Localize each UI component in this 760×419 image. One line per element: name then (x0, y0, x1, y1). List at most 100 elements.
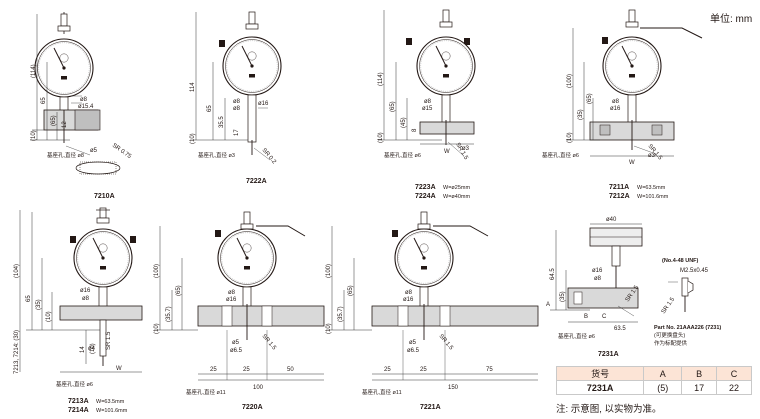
dim-7231A-4: ø16 (592, 268, 603, 274)
dim-7211A-2: (35) (578, 109, 584, 120)
dim-7213A-11: SR 1.5 (106, 331, 112, 350)
dim-7221A-10: 150 (448, 385, 459, 391)
dim-7210A-9: SR 0.75 (111, 143, 133, 161)
dim-7231A-7: B (584, 314, 588, 320)
dim-7223A-7: (10) (378, 132, 384, 143)
dim-7211A-1: (100) (567, 74, 573, 88)
spec-table: 货号 A B C 7231A (5) 17 22 (555, 366, 752, 395)
model-7224A: 7224A (415, 193, 436, 200)
dim-7231A-5: ø8 (594, 276, 602, 282)
dim-7223A-3: (45) (401, 117, 407, 128)
dim-7222A-1: 114 (190, 82, 196, 92)
dim-7231A-1: ø40 (606, 217, 617, 223)
dim-7213A-5: 7213, 7214: (30) (14, 330, 20, 374)
dim-7210A-4: ø8 (80, 97, 88, 103)
dim-7221A-4: ø8 (405, 290, 413, 296)
dim-7211A-6: (10) (567, 132, 573, 143)
dim-7222A-6: ø16 (258, 101, 269, 107)
model-7210A: 7210A (94, 193, 115, 200)
hole-note-7213A: 基座孔,直径 ø6 (56, 380, 93, 388)
dim-7223A-4: ø8 (424, 99, 432, 105)
table-cell: 7231A (555, 380, 645, 395)
footnote: 注: 示意图, 以实物为准。 (556, 404, 662, 415)
dim-7220A-5: ø16 (226, 297, 237, 303)
unit-label: 单位: mm (710, 14, 753, 25)
dim-7221A-5: ø16 (403, 297, 414, 303)
dim-7220A-2: (35.7) (166, 306, 172, 322)
dim-7213A-8: 14 (80, 346, 86, 353)
dim-7211A-9: ø3 (648, 153, 656, 159)
dial-indicator-icon (34, 38, 94, 98)
dim-7210A-7: (10) (31, 130, 37, 141)
dim-7222A-7: 17 (234, 129, 240, 136)
table-header-row: 货号 A B C (555, 366, 752, 381)
detail-sr: SR 1.5 (661, 296, 677, 315)
table-cell: (5) (643, 380, 683, 395)
gauge-7223A (378, 9, 476, 157)
dim-7231A-2: 64.5 (550, 268, 556, 280)
model-7231A: 7231A (598, 351, 619, 358)
dim-7221A-13: SR 1.5 (437, 333, 454, 351)
dim-7210A-6: 12 (62, 121, 68, 128)
thread-label: (No.4-48 UNF) (662, 258, 699, 264)
part-note-1: (可更换盘头) (654, 331, 685, 339)
dim-7210A-2: 65 (41, 97, 47, 104)
dim-7210A-1: (114) (31, 64, 37, 78)
hole-note-7231A: 基座孔,直径 ø6 (558, 332, 595, 340)
dial-indicator-icon (73, 228, 133, 288)
dim-7221A-9: 75 (486, 367, 493, 373)
dim-7223A-10: ø3 (462, 146, 470, 152)
hole-note-7210A: 基座孔,直径 ø8 (47, 151, 84, 159)
model-7223A: 7223A (415, 184, 436, 191)
dim-7211A-4: ø8 (612, 99, 620, 105)
width-note-7223A: W=ø25mm (443, 185, 470, 191)
dim-7213A-3: (35) (36, 299, 42, 310)
thread-dim: M2.5x0.45 (680, 268, 709, 274)
part-note-2: 作为标配提供 (654, 339, 688, 347)
dim-7231A-6: A (546, 302, 550, 308)
dim-7222A-2: 65 (207, 105, 213, 112)
width-note-7214A: W=101.6mm (96, 408, 128, 414)
dim-7221A-2: (35.7) (338, 306, 344, 322)
dim-7220A-10: 100 (253, 385, 264, 391)
dim-7210A-3: (65) (51, 115, 57, 126)
dim-7223A-8: W (444, 149, 450, 155)
dim-7222A-9: SR 0.2 (260, 147, 277, 165)
dim-7222A-5: ø8 (233, 106, 241, 112)
model-7213A: 7213A (68, 398, 89, 405)
dim-7221A-11: ø5 (409, 340, 417, 346)
dim-7222A-4: ø8 (233, 99, 241, 105)
dim-7213A-7: ø8 (82, 296, 90, 302)
dim-7213A-4: (10) (46, 311, 52, 322)
dim-7231A-9: 63.5 (614, 326, 626, 332)
table-header-cell: 货号 (555, 366, 645, 381)
dial-indicator-icon (217, 228, 277, 288)
hole-note-7220A: 基座孔,直径 ø11 (186, 388, 226, 396)
dial-indicator-icon (394, 228, 454, 288)
dim-7231A-8: C (602, 314, 607, 320)
dim-7213A-12: W (116, 366, 122, 372)
dim-7220A-13: SR 1.5 (260, 333, 277, 351)
dim-7231A-3: (35) (560, 291, 566, 302)
dim-7223A-6: 8 (412, 128, 418, 132)
gauge-7211A (566, 9, 703, 157)
hole-note-7223A: 基座孔,直径 ø6 (384, 151, 421, 159)
width-note-7213A: W=63.5mm (96, 399, 125, 405)
model-7220A: 7220A (242, 404, 263, 411)
dim-7220A-12: ø6.5 (230, 348, 243, 354)
dial-indicator-icon (602, 36, 662, 96)
width-note-7224A: W=ø40mm (443, 194, 470, 200)
hole-note-7221A: 基座孔,直径 ø11 (362, 388, 402, 396)
table-cell: 17 (681, 380, 718, 395)
dim-7211A-5: ø16 (610, 106, 621, 112)
gauge-7222A (190, 11, 282, 161)
dim-7220A-7: 25 (210, 367, 217, 373)
dim-7222A-3: 35.5 (219, 116, 225, 128)
dim-7221A-7: 25 (384, 367, 391, 373)
gauge-7231A (550, 223, 694, 323)
width-note-7211A: W=63.5mm (637, 185, 666, 191)
model-7214A: 7214A (68, 407, 89, 414)
dim-7213A-2: 65 (26, 295, 32, 302)
dim-7211A-7: W (629, 160, 635, 166)
